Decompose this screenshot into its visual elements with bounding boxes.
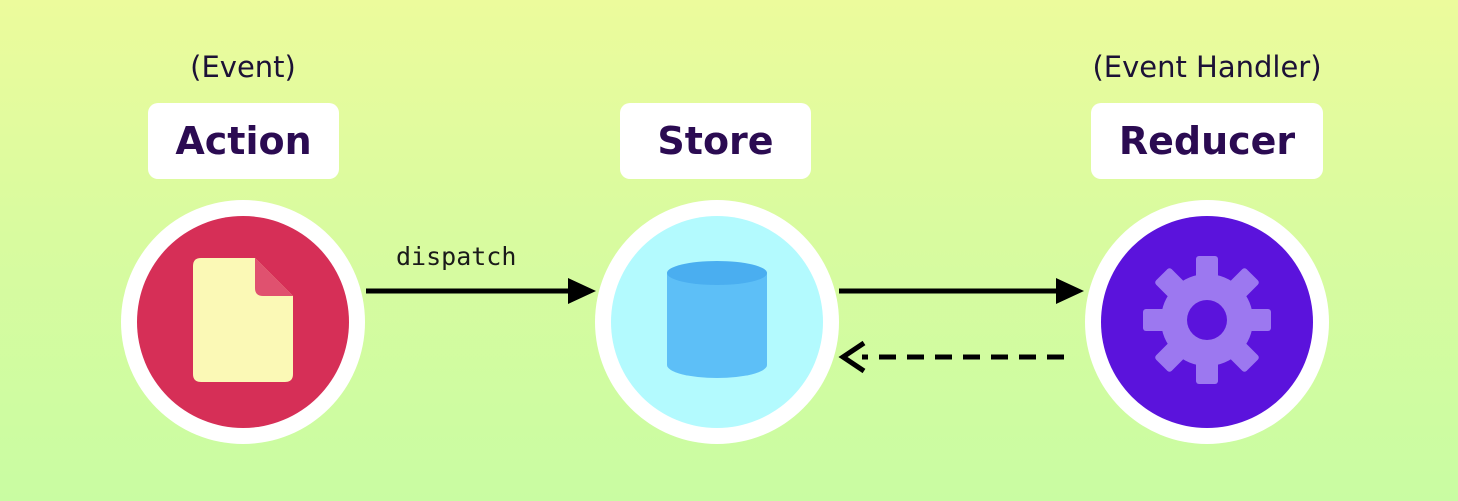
database-icon bbox=[667, 261, 767, 383]
action-node bbox=[121, 200, 365, 444]
reducer-label: Reducer bbox=[1091, 103, 1323, 179]
store-label: Store bbox=[620, 103, 811, 179]
reducer-node bbox=[1085, 200, 1329, 444]
action-circle bbox=[137, 216, 349, 428]
dispatch-label: dispatch bbox=[396, 242, 517, 271]
gear-icon bbox=[1142, 255, 1272, 389]
arrowhead-right-icon bbox=[568, 278, 596, 304]
edge-store-to-reducer bbox=[839, 278, 1084, 304]
store-circle bbox=[611, 216, 823, 428]
edge-action-to-store bbox=[366, 278, 596, 304]
action-label: Action bbox=[148, 103, 339, 179]
arrowhead-right-icon bbox=[1056, 278, 1084, 304]
reducer-circle bbox=[1101, 216, 1313, 428]
document-icon bbox=[193, 258, 293, 386]
edge-reducer-to-store bbox=[838, 340, 1064, 374]
reducer-annotation: (Event Handler) bbox=[1092, 50, 1322, 84]
arrowhead-left-icon bbox=[838, 340, 866, 374]
store-node bbox=[595, 200, 839, 444]
action-annotation: (Event) bbox=[190, 50, 296, 84]
